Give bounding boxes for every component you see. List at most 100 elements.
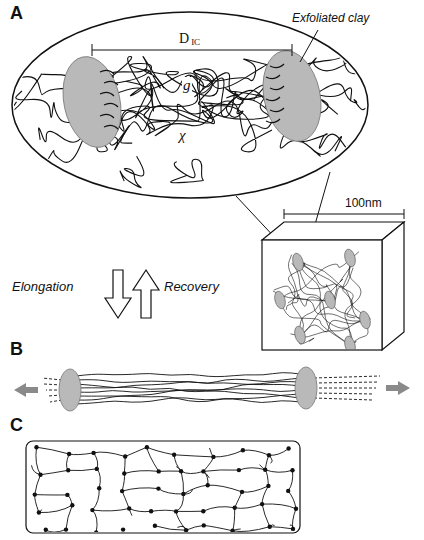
crosslink-point xyxy=(233,506,237,510)
down-arrow xyxy=(105,270,131,318)
crosslink-point xyxy=(201,469,205,473)
clay-platelet xyxy=(55,51,129,153)
crosslink-point xyxy=(70,503,74,507)
dimension-tick xyxy=(404,209,405,219)
crosslink-point xyxy=(237,468,241,472)
polymer-chain xyxy=(0,61,69,95)
network-strand xyxy=(293,509,296,529)
crosslink-point xyxy=(240,490,244,494)
clay-platelet xyxy=(295,367,317,409)
polymer-chain xyxy=(292,263,350,345)
chain-tail xyxy=(42,378,62,380)
crosslink-point xyxy=(153,524,157,528)
network-strand xyxy=(181,471,203,473)
network-strand xyxy=(262,504,296,509)
network-box xyxy=(26,441,300,533)
polymer-chain xyxy=(120,156,144,187)
network-strand xyxy=(242,486,268,492)
panel-letter: C xyxy=(10,416,23,436)
crosslink-point xyxy=(260,502,264,506)
crosslink-point xyxy=(44,528,48,532)
chain-end xyxy=(266,97,280,101)
crosslink-point xyxy=(120,489,124,493)
polymer-chain xyxy=(300,268,353,335)
network-strand xyxy=(183,485,207,494)
clay-platelet xyxy=(343,248,357,268)
polymer-chain xyxy=(171,159,204,183)
network-strand xyxy=(94,452,126,456)
chain-end xyxy=(266,75,280,79)
polymer-chain xyxy=(300,262,354,335)
clay-platelet xyxy=(293,325,307,345)
clay-platelet xyxy=(291,252,305,272)
cube-texture xyxy=(273,248,372,349)
chain-end xyxy=(270,86,284,90)
network-strand xyxy=(239,468,265,470)
network-strand xyxy=(37,447,70,454)
dimension-tick xyxy=(92,44,93,56)
network-strand xyxy=(151,510,176,511)
network-strand xyxy=(265,455,269,470)
dimension-label: 100nm xyxy=(345,197,382,210)
zoom-ellipse xyxy=(12,12,368,198)
network-strand xyxy=(270,527,293,529)
process-label: Recovery xyxy=(164,280,219,294)
crosslink-point xyxy=(290,468,294,472)
network-strand xyxy=(41,470,69,474)
part-label: Exfoliated clay xyxy=(292,12,369,25)
network-strand xyxy=(69,453,94,455)
network-strand xyxy=(243,450,269,455)
chain-end xyxy=(100,114,114,118)
polymer-chain xyxy=(226,85,265,118)
network-strand xyxy=(67,454,70,470)
network-strand xyxy=(35,494,68,495)
network-strand xyxy=(124,457,126,474)
crosslink-point xyxy=(66,468,70,472)
crosslink-point xyxy=(33,492,37,496)
network-strand xyxy=(36,447,41,475)
network-strand xyxy=(158,489,183,494)
polymer-chain xyxy=(112,73,281,121)
network-strand xyxy=(35,495,39,513)
clay-platelet xyxy=(358,310,372,330)
clay-platelet xyxy=(255,45,329,147)
crosslink-point xyxy=(179,469,183,473)
chain-end xyxy=(270,108,284,112)
network-strand xyxy=(68,469,97,471)
crosslink-point xyxy=(38,473,42,477)
network-strand xyxy=(265,470,292,472)
cube-top xyxy=(262,222,404,240)
crosslink-point xyxy=(145,445,149,449)
cube-front xyxy=(262,240,382,350)
stretched-chain xyxy=(76,389,300,392)
polymer-chains xyxy=(100,64,284,129)
crosslink-point xyxy=(127,506,131,510)
polymer-chain xyxy=(298,262,371,319)
network-strand xyxy=(203,470,239,472)
chain-end xyxy=(100,70,114,74)
chain-end xyxy=(270,64,284,68)
crosslink-point xyxy=(97,486,101,490)
panel-letter: A xyxy=(10,4,23,24)
polymer-chain xyxy=(288,294,330,306)
network-strand xyxy=(124,471,158,474)
clay-platelet xyxy=(343,335,357,349)
symbol-label: χ xyxy=(178,127,187,144)
network-strand xyxy=(204,525,233,530)
pull-arrow xyxy=(14,383,38,397)
crosslink-point xyxy=(37,510,41,514)
stretched-chain xyxy=(76,373,300,377)
chain-tail xyxy=(314,393,374,394)
network-strand xyxy=(235,492,242,508)
crosslink-point xyxy=(263,468,267,472)
network-strand xyxy=(265,470,268,486)
dimension-subscript: IC xyxy=(190,38,201,48)
polymer-chain xyxy=(298,262,361,319)
network-strand xyxy=(125,447,147,456)
network-strand xyxy=(94,453,98,469)
crosslink-point xyxy=(230,529,234,532)
network-strand xyxy=(155,526,186,530)
network-strand xyxy=(262,486,268,504)
polymer-chain xyxy=(112,101,272,136)
